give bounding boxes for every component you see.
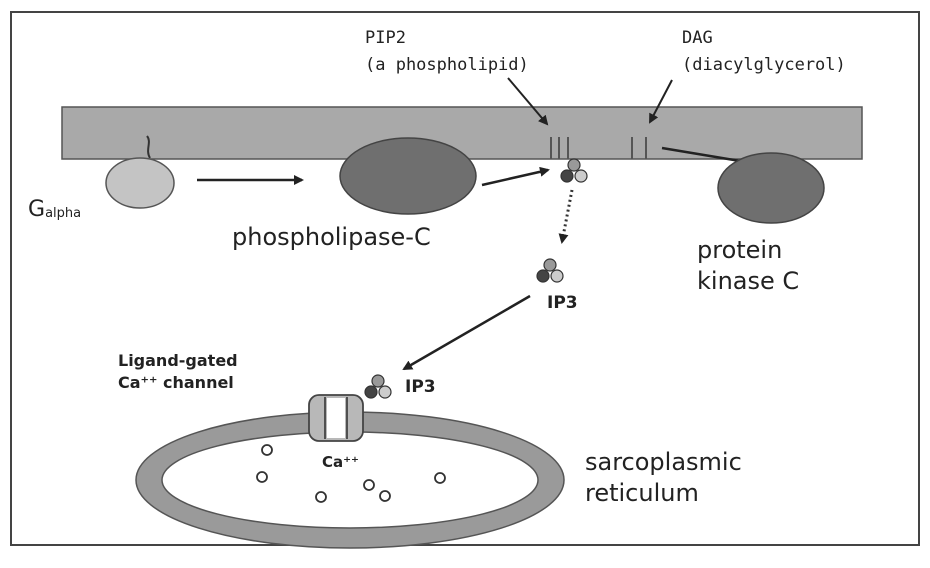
sr-label: sarcoplasmic <box>585 448 742 476</box>
protein-kinase-c-enzyme <box>718 153 824 223</box>
ip3-cytosol-label: IP3 <box>547 293 578 313</box>
pkc-sublabel: kinase C <box>697 267 799 295</box>
sarcoplasmic-reticulum-lumen <box>162 432 538 528</box>
pkc-label: protein <box>697 236 782 264</box>
sr-sublabel: reticulum <box>585 479 699 507</box>
dag-label: DAG <box>682 28 713 48</box>
dag-sublabel: (diacylglycerol) <box>682 55 846 75</box>
pip2-label: PIP2 <box>365 28 406 48</box>
ligand-gated-ca-channel <box>309 395 363 441</box>
pip2-sublabel: (a phospholipid) <box>365 55 529 75</box>
cell-membrane <box>62 107 862 159</box>
ip3-channel-label: IP3 <box>405 377 436 397</box>
channel-label: Ligand-gated <box>118 351 238 370</box>
phospholipase-c-enzyme <box>340 138 476 214</box>
channel-sublabel: Ca⁺⁺ channel <box>118 373 234 392</box>
phospholipase-c-label: phospholipase-C <box>232 223 431 251</box>
g-alpha-protein <box>106 158 174 208</box>
ca-ion-label: Ca⁺⁺ <box>322 453 359 471</box>
